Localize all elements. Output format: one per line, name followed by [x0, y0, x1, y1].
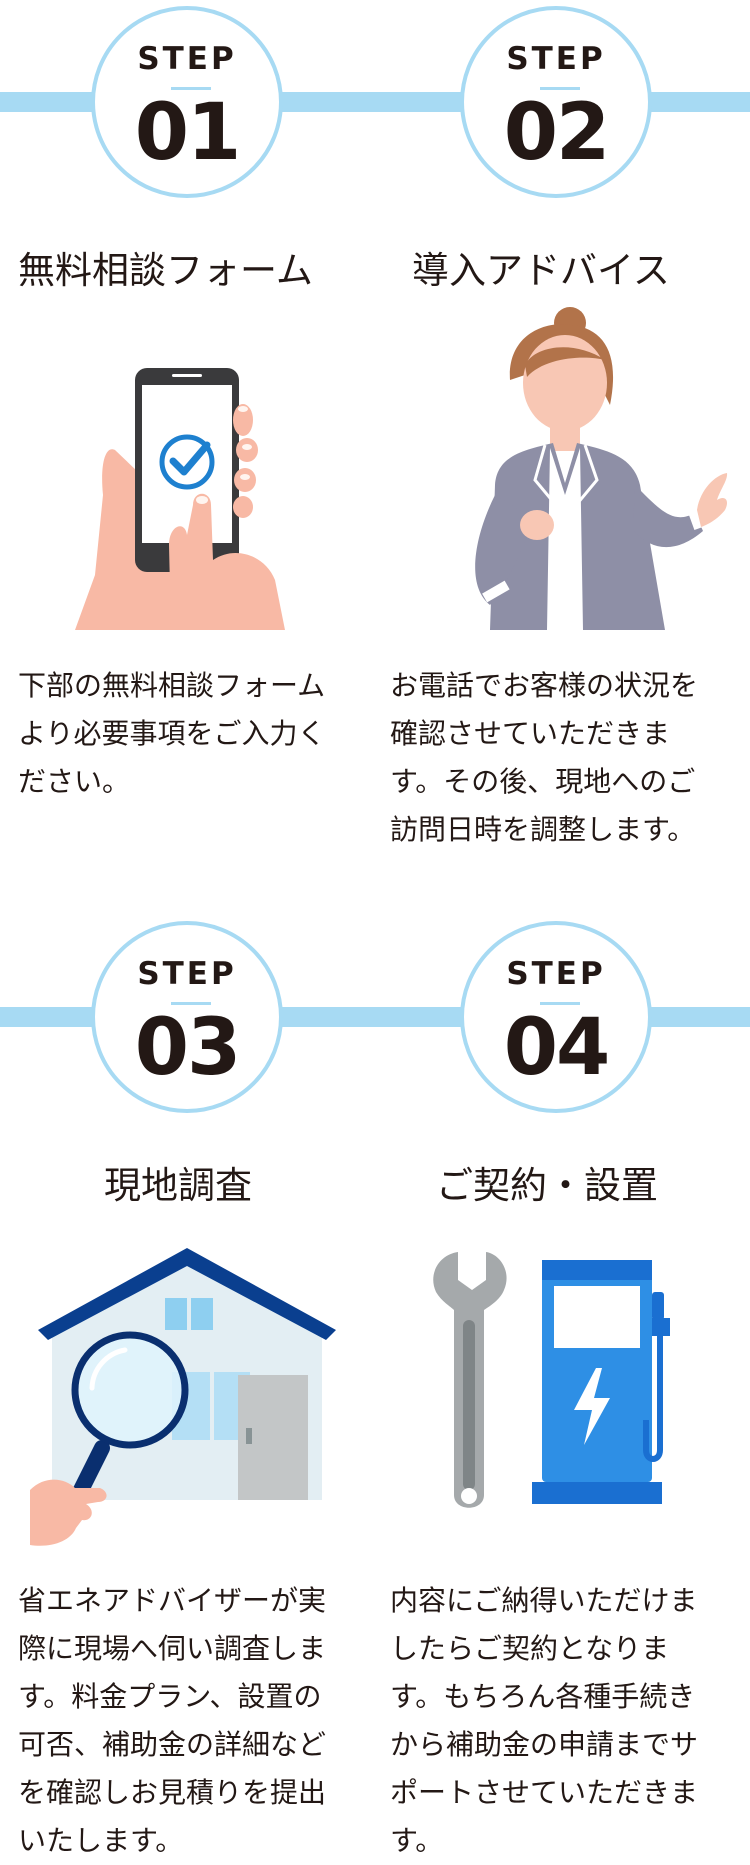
- advisor-woman-icon: [475, 307, 728, 630]
- step-badge-divider: [171, 87, 211, 90]
- step-description: 下部の無料相談フォーム より必要事項をご入力く ださい。: [18, 662, 358, 806]
- step-number: 03: [134, 1003, 242, 1093]
- step-label: STEP: [137, 41, 237, 77]
- description-line: 確認させていただきま: [390, 717, 671, 750]
- step-title: 無料相談フォーム: [18, 249, 313, 292]
- description-line: 下部の無料相談フォーム: [18, 669, 326, 702]
- step-title: 導入アドバイス: [412, 249, 670, 292]
- step-badge: STEP 01: [91, 6, 283, 198]
- step-number: 01: [134, 88, 242, 178]
- description-line: より必要事項をご入力く: [18, 717, 326, 750]
- description-line: す。もちろん各種手続き: [390, 1680, 696, 1713]
- description-line: す。その後、現地へのご: [390, 765, 696, 798]
- description-line: 可否、補助金の詳細など: [18, 1728, 327, 1761]
- description-line: 際に現場へ伺い調査しま: [18, 1632, 327, 1665]
- description-line: ポートさせていただきま: [390, 1776, 699, 1809]
- description-line: 内容にご納得いただけま: [390, 1584, 698, 1617]
- step-badge: STEP 04: [460, 921, 652, 1113]
- step-title: 現地調査: [104, 1164, 252, 1207]
- step-number: 02: [503, 88, 611, 178]
- step-description: 省エネアドバイザーが実 際に現場へ伺い調査しま す。料金プラン、設置の 可否、補…: [18, 1577, 358, 1865]
- wrench-charger-icon: [433, 1252, 670, 1508]
- description-line: お電話でお客様の状況を: [390, 669, 699, 702]
- description-line: ださい。: [18, 765, 131, 798]
- description-line: 訪問日時を調整します。: [390, 813, 696, 846]
- step-label: STEP: [506, 41, 606, 77]
- step-description: 内容にご納得いただけま したらご契約となりま す。もちろん各種手続き から補助金…: [390, 1577, 730, 1865]
- description-line: いたします。: [18, 1824, 184, 1857]
- house-magnifier-icon: [30, 1248, 336, 1546]
- smartphone-check-icon: [75, 368, 285, 630]
- step-badge: STEP 02: [460, 6, 652, 198]
- description-line: す。: [390, 1824, 444, 1857]
- description-line: から補助金の申請までサ: [390, 1728, 699, 1761]
- step-badge-divider: [540, 1002, 580, 1005]
- step-title: ご契約・設置: [436, 1164, 658, 1207]
- step-badge-divider: [540, 87, 580, 90]
- description-line: 省エネアドバイザーが実: [18, 1584, 327, 1617]
- description-line: したらご契約となりま: [390, 1632, 670, 1665]
- step-badge-divider: [171, 1002, 211, 1005]
- wrench-icon: [433, 1252, 507, 1508]
- step-label: STEP: [137, 956, 237, 992]
- description-line: を確認しお見積りを提出: [18, 1776, 327, 1809]
- ev-charger-icon: [532, 1260, 670, 1504]
- description-line: す。料金プラン、設置の: [18, 1680, 322, 1713]
- step-label: STEP: [506, 956, 606, 992]
- step-number: 04: [503, 1003, 611, 1093]
- step-description: お電話でお客様の状況を 確認させていただきま す。その後、現地へのご 訪問日時を…: [390, 662, 730, 854]
- step-badge: STEP 03: [91, 921, 283, 1113]
